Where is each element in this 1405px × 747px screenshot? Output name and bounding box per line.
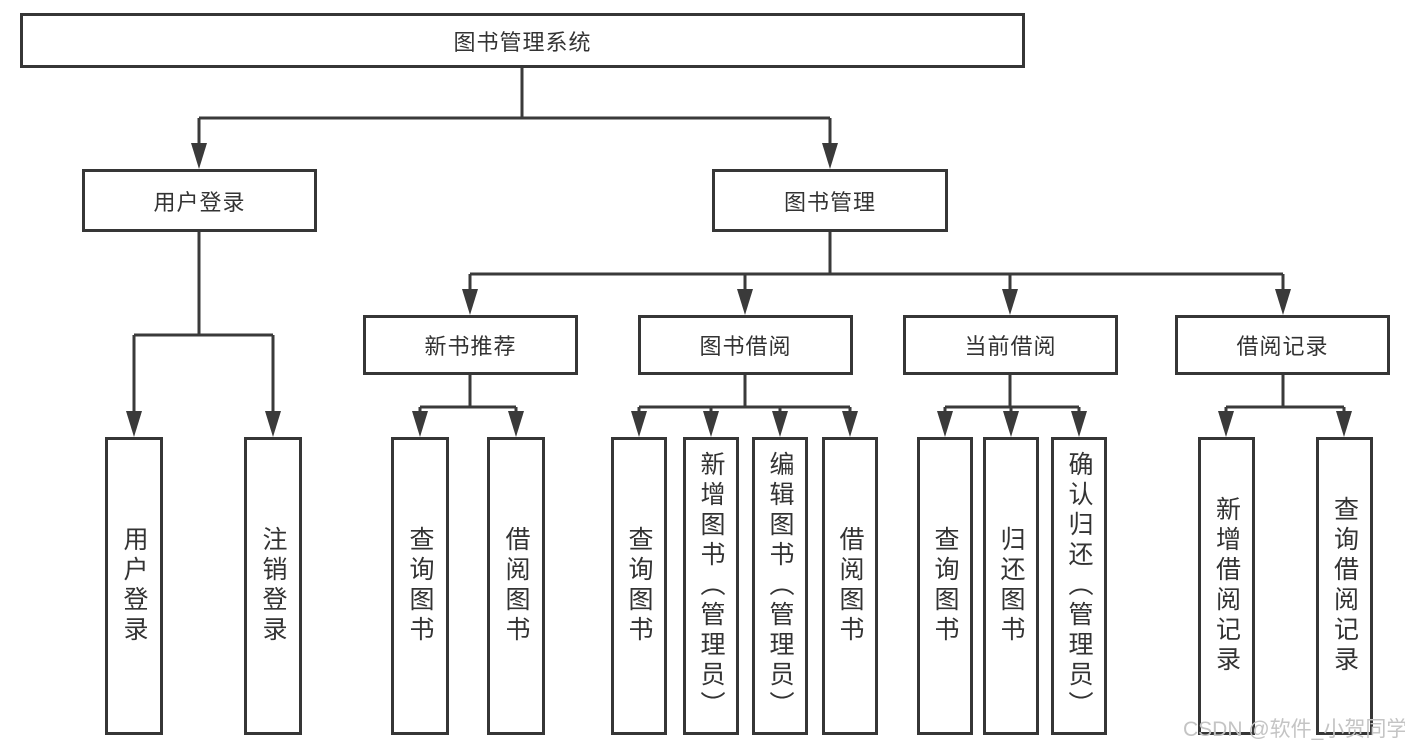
node-book-management: 图书管理 [712, 169, 948, 232]
leaf-add-books-admin-label: 新增图书（管理员） [697, 451, 725, 721]
leaf-add-borrow-record: 新增借阅记录 [1198, 437, 1255, 735]
node-new-book-recommendation: 新书推荐 [363, 315, 578, 375]
connector-root-to-level2 [197, 68, 832, 146]
arrowheads-level2 [191, 143, 838, 169]
node-user-login: 用户登录 [82, 169, 317, 232]
leaf-add-books-admin: 新增图书（管理员） [683, 437, 739, 735]
connector-borrow-records-to-leaves [1224, 375, 1346, 414]
leaf-edit-books-admin-label: 编辑图书（管理员） [766, 451, 794, 721]
leaf-return-books-label: 归还图书 [997, 526, 1025, 646]
arrowheads-new-book-leaves [412, 411, 524, 437]
csdn-watermark: CSDN @软件_小贺同学 [1183, 718, 1405, 741]
leaf-confirm-return-admin-label: 确认归还（管理员） [1065, 451, 1093, 721]
leaf-borrow-books-recommend-label: 借阅图书 [502, 526, 530, 646]
leaf-logout: 注销登录 [244, 437, 302, 735]
arrowheads-user-login-leaves [126, 411, 281, 437]
arrowheads-current-borrow-leaves [937, 411, 1087, 437]
leaf-query-borrow-record-label: 查询借阅记录 [1330, 496, 1359, 676]
connector-new-book-to-leaves [418, 375, 518, 414]
node-book-borrowing: 图书借阅 [638, 315, 853, 375]
leaf-add-borrow-record-label: 新增借阅记录 [1212, 496, 1241, 676]
connector-user-login-to-leaves [132, 232, 275, 414]
leaf-edit-books-admin: 编辑图书（管理员） [752, 437, 808, 735]
node-borrowing-records: 借阅记录 [1175, 315, 1390, 375]
leaf-confirm-return-admin: 确认归还（管理员） [1051, 437, 1107, 735]
leaf-query-borrow-record: 查询借阅记录 [1316, 437, 1373, 735]
leaf-query-books-borrow-label: 查询图书 [625, 526, 653, 646]
node-library-system: 图书管理系统 [20, 13, 1025, 68]
leaf-logout-label: 注销登录 [259, 526, 287, 646]
leaf-borrow-books-borrow-label: 借阅图书 [836, 526, 864, 646]
leaf-user-login: 用户登录 [105, 437, 163, 735]
connector-current-borrow-to-leaves [943, 375, 1081, 414]
leaf-query-books-current-label: 查询图书 [931, 526, 959, 646]
connector-book-mgmt-to-level3 [468, 232, 1285, 292]
leaf-borrow-books-borrow: 借阅图书 [822, 437, 878, 735]
arrowheads-borrow-records-leaves [1218, 411, 1352, 437]
leaf-query-books-recommend: 查询图书 [391, 437, 449, 735]
node-current-borrowing: 当前借阅 [903, 315, 1118, 375]
leaf-user-login-label: 用户登录 [120, 526, 148, 646]
connector-book-borrow-to-leaves [637, 375, 852, 414]
leaf-return-books: 归还图书 [983, 437, 1039, 735]
arrowheads-book-borrow-leaves [631, 411, 858, 437]
arrowheads-level3 [462, 289, 1291, 315]
leaf-query-books-current: 查询图书 [917, 437, 973, 735]
leaf-query-books-recommend-label: 查询图书 [406, 526, 434, 646]
leaf-query-books-borrow: 查询图书 [611, 437, 667, 735]
leaf-borrow-books-recommend: 借阅图书 [487, 437, 545, 735]
